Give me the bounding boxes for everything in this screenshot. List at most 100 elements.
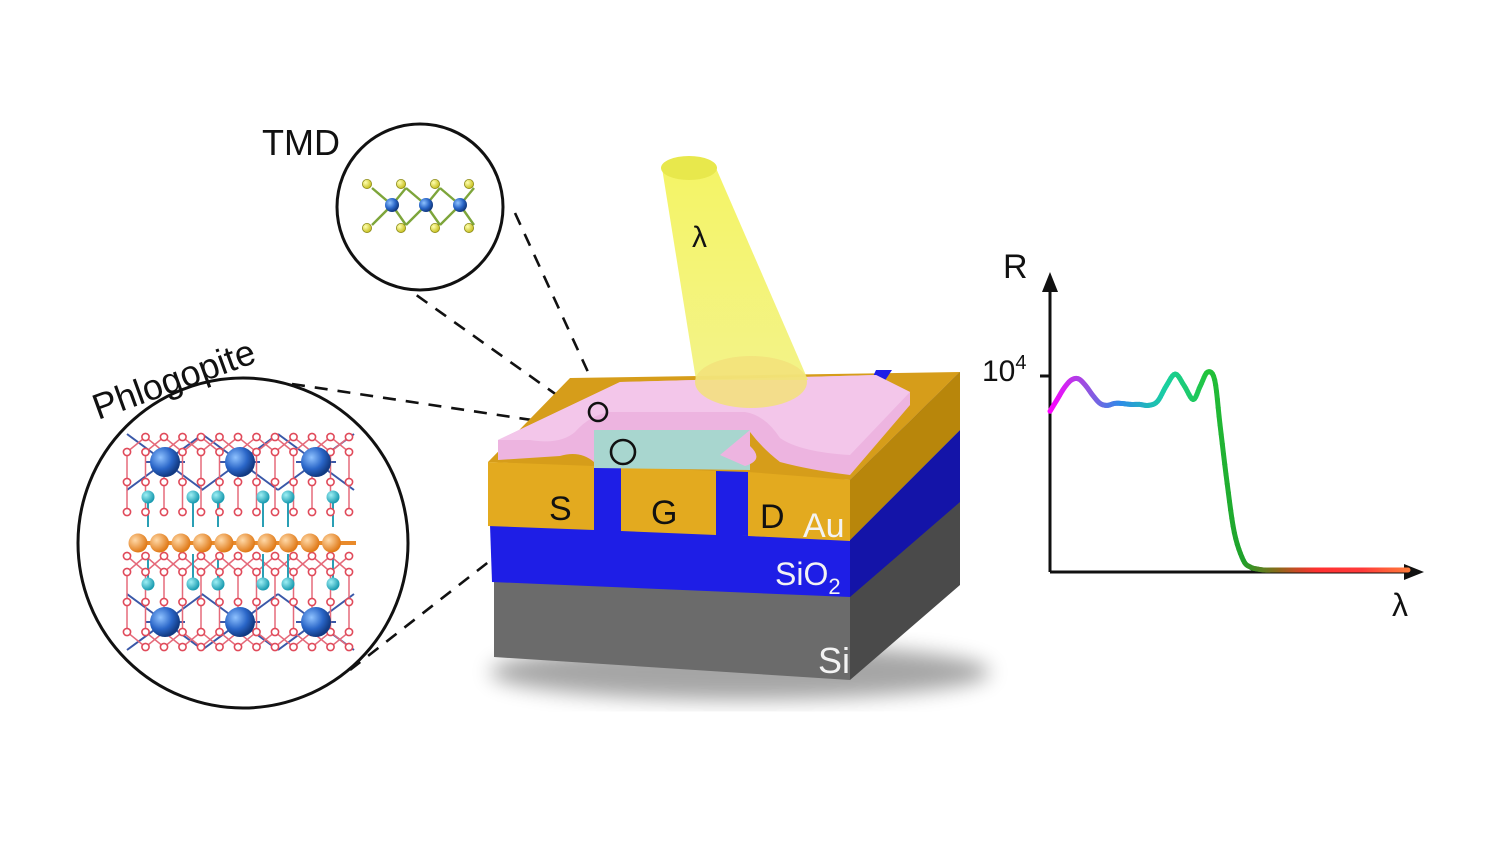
- oxygen-atom: [234, 433, 241, 440]
- oxygen-atom: [327, 433, 334, 440]
- oxygen-atom: [216, 508, 223, 515]
- oxygen-atom: [123, 478, 130, 485]
- oxygen-atom: [308, 598, 315, 605]
- oxygen-atom: [234, 478, 241, 485]
- oxygen-atom: [253, 448, 260, 455]
- oxygen-atom: [327, 568, 334, 575]
- oxygen-atom: [290, 643, 297, 650]
- responsivity-chart: R λ 104: [982, 248, 1424, 623]
- chalcogen-atom: [430, 179, 439, 188]
- oxygen-atom: [179, 433, 186, 440]
- zoom-line-tmd-right: [515, 213, 588, 372]
- gate-label: G: [651, 494, 677, 532]
- light-beam: λ: [661, 156, 808, 408]
- oxygen-atom: [345, 643, 352, 650]
- oxygen-atom: [234, 568, 241, 575]
- oxygen-atom: [197, 433, 204, 440]
- oxygen-atom: [253, 508, 260, 515]
- oxygen-atom: [253, 598, 260, 605]
- silicon-atom: [212, 491, 225, 504]
- oxygen-atom: [271, 508, 278, 515]
- magnesium-atom: [150, 607, 180, 637]
- silicon-atom: [327, 578, 340, 591]
- oxygen-atom: [197, 643, 204, 650]
- oxygen-atom: [179, 568, 186, 575]
- potassium-atom: [193, 534, 212, 553]
- oxygen-atom: [327, 478, 334, 485]
- oxygen-atom: [179, 598, 186, 605]
- chalcogen-atom: [396, 179, 405, 188]
- magnesium-atom: [150, 447, 180, 477]
- oxygen-atom: [290, 568, 297, 575]
- oxygen-atom: [142, 478, 149, 485]
- oxygen-atom: [142, 568, 149, 575]
- oxygen-atom: [271, 598, 278, 605]
- oxygen-atom: [142, 448, 149, 455]
- oxygen-atom: [253, 568, 260, 575]
- si-label: Si: [818, 640, 850, 681]
- oxygen-atom: [327, 552, 334, 559]
- oxygen-atom: [160, 598, 167, 605]
- chalcogen-atom: [362, 179, 371, 188]
- oxygen-atom: [197, 508, 204, 515]
- silicon-atom: [327, 491, 340, 504]
- silicon-atom: [187, 578, 200, 591]
- oxygen-atom: [271, 478, 278, 485]
- y-axis-arrow: [1042, 272, 1058, 292]
- potassium-atom: [172, 534, 191, 553]
- silicon-atom: [257, 491, 270, 504]
- oxygen-atom: [290, 552, 297, 559]
- oxygen-atom: [197, 552, 204, 559]
- oxygen-atom: [123, 628, 130, 635]
- oxygen-atom: [179, 628, 186, 635]
- oxygen-atom: [179, 508, 186, 515]
- oxygen-atom: [160, 552, 167, 559]
- oxygen-atom: [142, 628, 149, 635]
- silicon-atom: [257, 578, 270, 591]
- oxygen-atom: [308, 552, 315, 559]
- oxygen-atom: [234, 552, 241, 559]
- oxygen-atom: [216, 478, 223, 485]
- chalcogen-atom: [430, 223, 439, 232]
- oxygen-atom: [308, 433, 315, 440]
- oxygen-atom: [197, 568, 204, 575]
- oxygen-atom: [123, 508, 130, 515]
- zoom-line-tmd-left: [398, 282, 575, 408]
- chalcogen-atom: [362, 223, 371, 232]
- oxygen-atom: [271, 448, 278, 455]
- oxygen-atom: [327, 598, 334, 605]
- oxygen-atom: [123, 568, 130, 575]
- oxygen-atom: [253, 643, 260, 650]
- y-axis-label: R: [1003, 248, 1028, 286]
- oxygen-atom: [308, 568, 315, 575]
- oxygen-atom: [179, 643, 186, 650]
- silicon-atom: [142, 491, 155, 504]
- oxygen-atom: [160, 643, 167, 650]
- drain-label: D: [760, 498, 785, 536]
- magnesium-atom: [301, 607, 331, 637]
- oxygen-atom: [160, 433, 167, 440]
- oxygen-atom: [327, 643, 334, 650]
- oxygen-atom: [290, 598, 297, 605]
- oxygen-atom: [197, 448, 204, 455]
- potassium-atom: [322, 534, 341, 553]
- oxygen-atom: [216, 433, 223, 440]
- oxygen-atom: [345, 448, 352, 455]
- potassium-atom: [215, 534, 234, 553]
- potassium-atom: [236, 534, 255, 553]
- oxygen-atom: [308, 643, 315, 650]
- chalcogen-atom: [464, 223, 473, 232]
- chalcogen-atom: [464, 179, 473, 188]
- magnesium-atom: [301, 447, 331, 477]
- oxygen-atom: [234, 643, 241, 650]
- device: S G D Au SiO2 Si: [488, 370, 990, 700]
- beam-cone: [662, 168, 808, 380]
- oxygen-atom: [216, 643, 223, 650]
- oxygen-atom: [345, 508, 352, 515]
- oxygen-atom: [142, 643, 149, 650]
- oxygen-atom: [327, 508, 334, 515]
- oxygen-atom: [253, 433, 260, 440]
- beam-wavelength-label: λ: [692, 221, 707, 254]
